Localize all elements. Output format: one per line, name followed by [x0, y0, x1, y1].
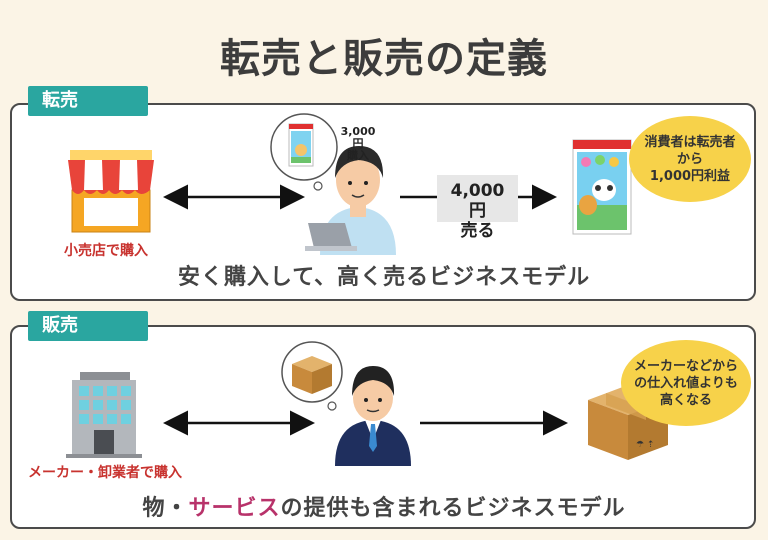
- sales-note-line2: の仕入れ値よりも: [634, 375, 738, 391]
- sales-note-bubble: メーカーなどから の仕入れ値よりも 高くなる: [621, 340, 751, 426]
- maker-label: メーカー・卸業者で購入: [28, 465, 182, 481]
- cardboard-box-icon: ☂ ⇡: [588, 385, 668, 460]
- resale-note-line2: から: [676, 151, 703, 167]
- sell-price-line1: 4,000円: [450, 181, 505, 221]
- sales-note-line1: メーカーなどから: [633, 358, 738, 374]
- resale-note-line3: 1,000円利益: [649, 168, 731, 184]
- buy-price-note: 3,000円 購入: [336, 126, 380, 162]
- sales-summary-part1: 物・: [142, 496, 189, 521]
- game-box-icon: [572, 139, 632, 235]
- sales-note-line3: 高くなる: [659, 392, 712, 408]
- thought-bubble-box: [281, 341, 343, 411]
- person-laptop-icon: [305, 146, 396, 255]
- page-title: 転売と販売の定義: [220, 36, 548, 82]
- store-label: 小売店で購入: [64, 243, 148, 259]
- businessman-icon: [335, 366, 411, 466]
- thought-bubble-game: [270, 113, 338, 191]
- building-icon: [66, 372, 142, 458]
- sell-price-line2: 売る: [460, 221, 495, 241]
- resale-note-line1: 消費者は転売者: [644, 134, 736, 150]
- resale-summary: 安く購入して、高く売るビジネスモデル: [177, 265, 591, 290]
- buy-price-line1: 3,000円: [340, 125, 376, 150]
- store-icon: [68, 150, 154, 233]
- svg-text:☂ ⇡: ☂ ⇡: [636, 440, 654, 450]
- sales-summary-highlight: サービス: [188, 496, 281, 521]
- sales-summary-part2: の提供も含まれるビジネスモデル: [280, 496, 626, 521]
- resale-tag: 転売: [28, 86, 148, 116]
- buy-price-line2: 購入: [347, 149, 369, 162]
- sales-tag: 販売: [28, 311, 148, 341]
- resale-note-bubble: 消費者は転売者 から 1,000円利益: [629, 116, 751, 202]
- sales-summary: 物・サービスの提供も含まれるビジネスモデル: [0, 490, 768, 522]
- sell-price-box: 4,000円 売る: [437, 175, 518, 241]
